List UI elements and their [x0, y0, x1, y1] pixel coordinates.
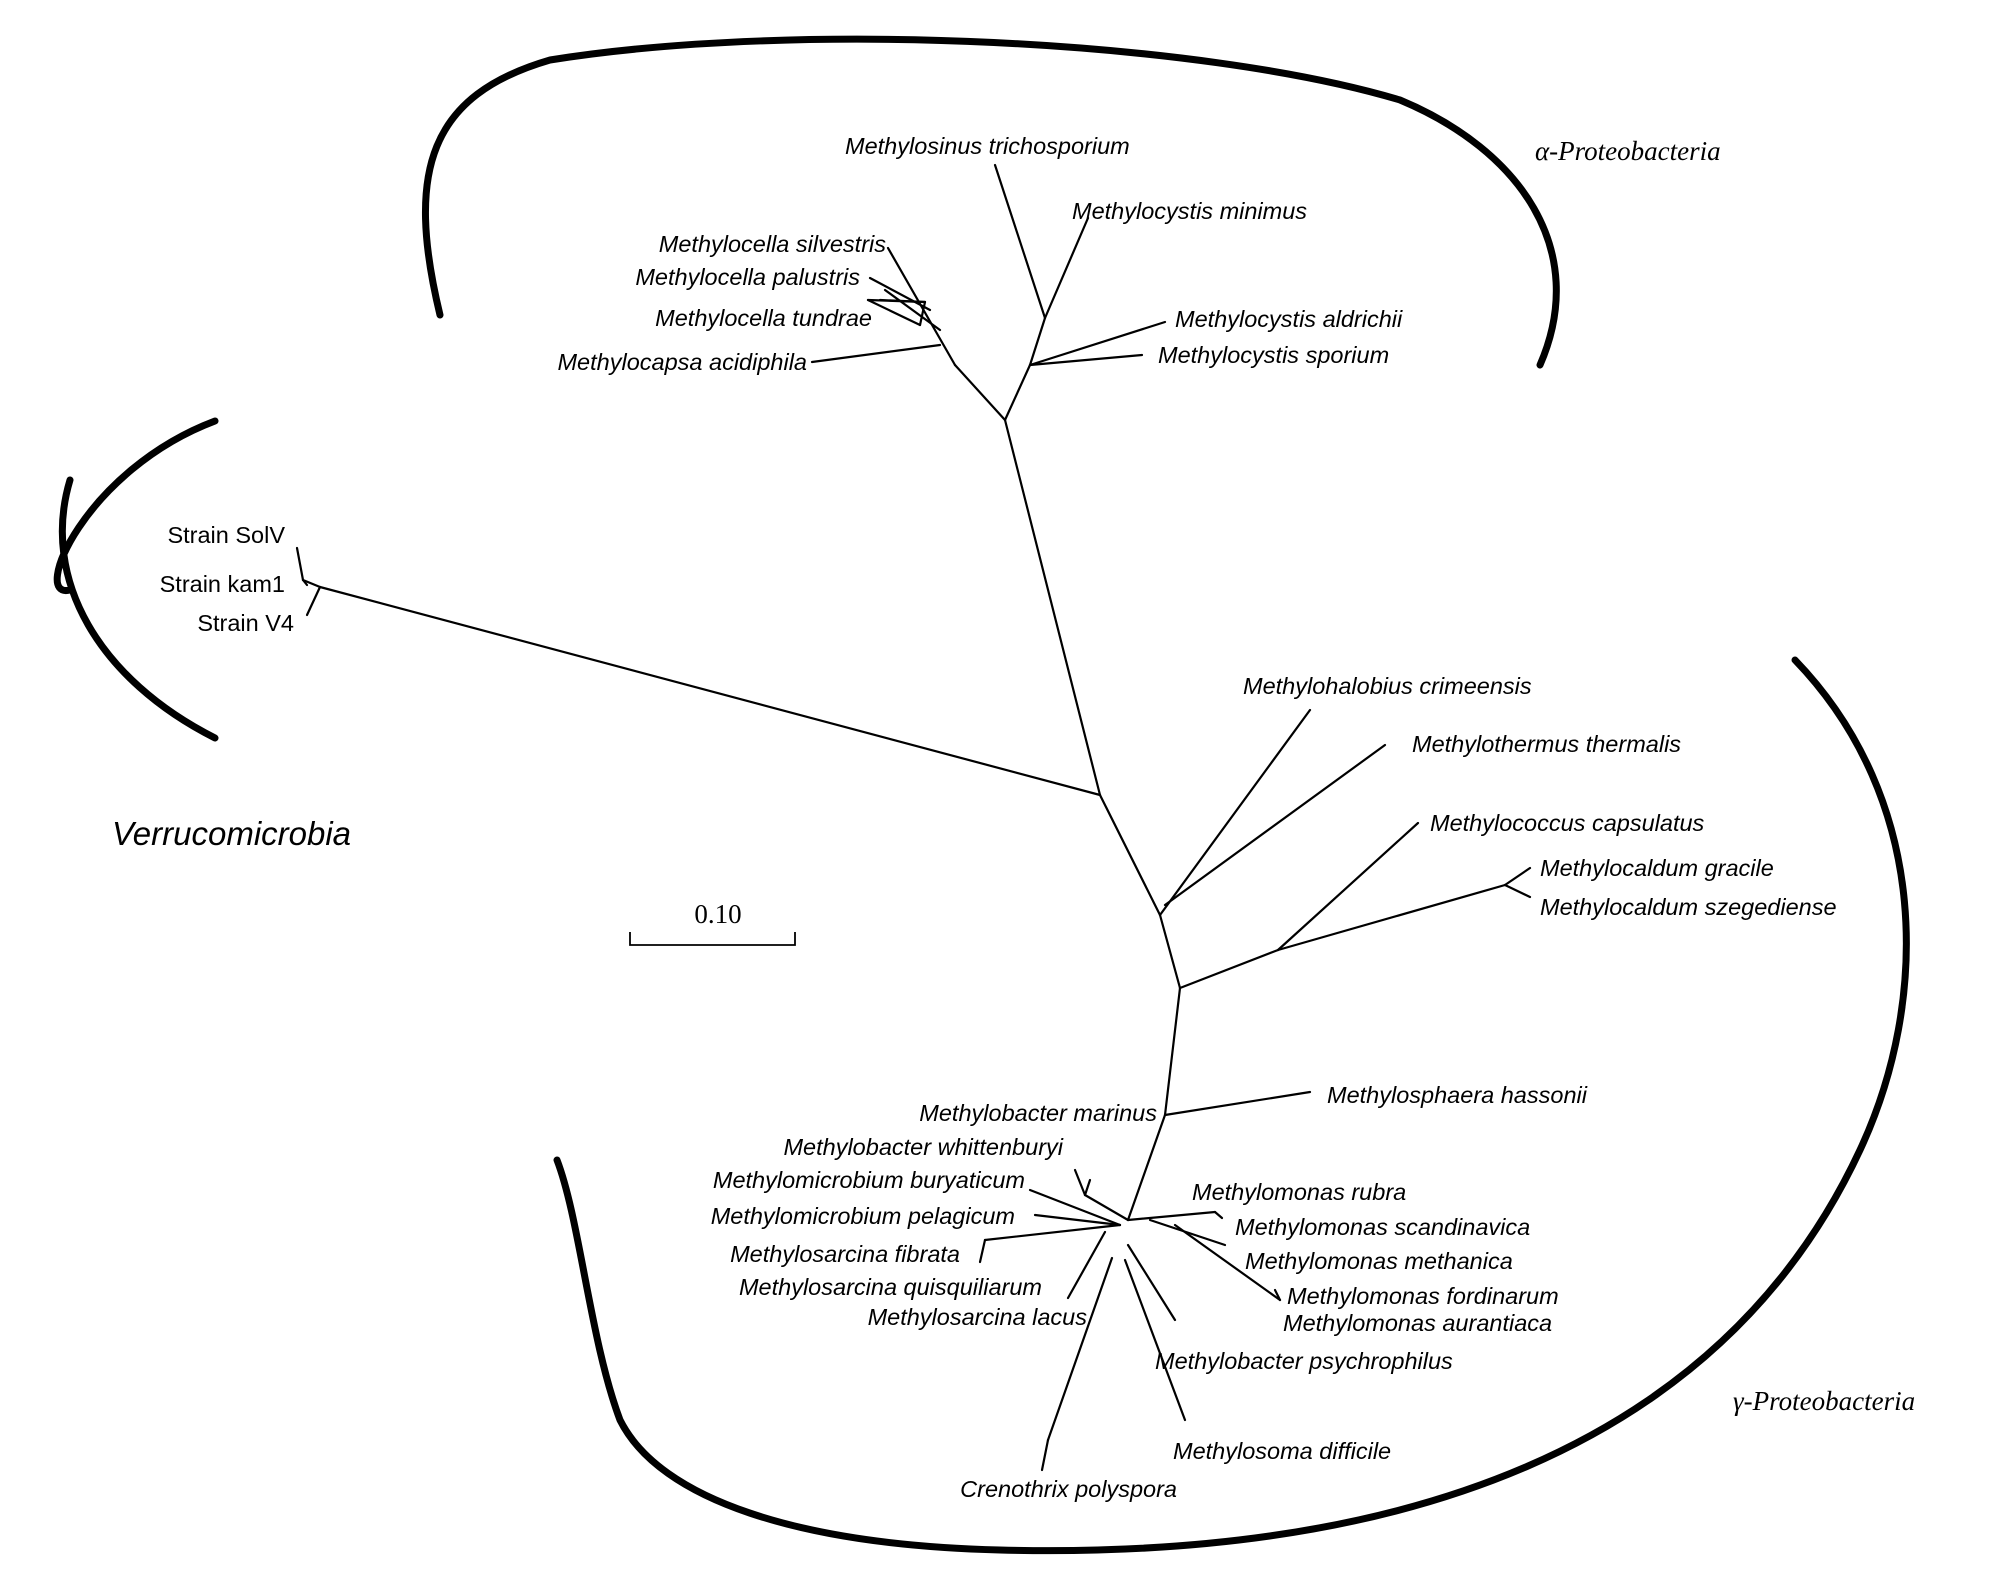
- group-label-alpha: α-Proteobacteria: [1535, 136, 1721, 166]
- taxon-label: Methylosarcina fibrata: [730, 1241, 960, 1267]
- taxon-label: Methylocella silvestris: [659, 231, 886, 257]
- taxon-label: Methylomonas methanica: [1245, 1248, 1513, 1274]
- tree-branches: [295, 163, 1532, 1472]
- taxon-label: Methylobacter marinus: [919, 1100, 1157, 1126]
- taxon-label: Methylothermus thermalis: [1412, 731, 1681, 757]
- taxon-label: Strain SolV: [167, 522, 285, 548]
- taxon-label: Methylosinus trichosporium: [845, 133, 1130, 159]
- taxon-label: Methylocystis minimus: [1072, 198, 1307, 224]
- taxon-labels: Methylosinus trichosporium Methylocystis…: [160, 133, 1837, 1502]
- taxon-label: Methylosarcina lacus: [868, 1304, 1088, 1330]
- taxon-label: Methylosarcina quisquiliarum: [739, 1274, 1042, 1300]
- taxon-label: Methylomonas rubra: [1192, 1179, 1406, 1205]
- taxon-label: Methylocaldum gracile: [1540, 855, 1774, 881]
- taxon-label: Methylomicrobium pelagicum: [711, 1203, 1015, 1229]
- taxon-label: Methylomonas fordinarum: [1287, 1283, 1559, 1309]
- group-label-gamma: γ-Proteobacteria: [1733, 1386, 1915, 1416]
- taxon-label: Crenothrix polyspora: [960, 1476, 1177, 1502]
- scale-bar-label: 0.10: [694, 899, 741, 929]
- taxon-label: Methylomicrobium buryaticum: [713, 1167, 1025, 1193]
- alpha-bracket: [421, 35, 1560, 369]
- taxon-label: Methylocella palustris: [635, 264, 860, 290]
- gamma-bracket: [553, 656, 1910, 1555]
- taxon-label: Methylomonas aurantiaca: [1283, 1310, 1552, 1336]
- verrucomicrobia-bracket: [53, 417, 219, 742]
- taxon-label: Methylomonas scandinavica: [1235, 1214, 1530, 1240]
- taxon-label: Methylocaldum szegediense: [1540, 894, 1837, 920]
- taxon-label: Methylobacter psychrophilus: [1155, 1348, 1453, 1374]
- taxon-label: Methylosphaera hassonii: [1327, 1082, 1588, 1108]
- taxon-label: Methylocystis aldrichii: [1175, 306, 1403, 332]
- taxon-label: Methylohalobius crimeensis: [1243, 673, 1532, 699]
- taxon-label: Methylosoma difficile: [1173, 1438, 1391, 1464]
- taxon-label: Methylococcus capsulatus: [1430, 810, 1705, 836]
- taxon-label: Methylocella tundrae: [655, 305, 872, 331]
- taxon-label: Methylocapsa acidiphila: [557, 349, 807, 375]
- taxon-label: Strain kam1: [160, 571, 285, 597]
- group-label-verrucomicrobia: Verrucomicrobia: [112, 815, 351, 852]
- taxon-label: Methylobacter whittenburyi: [783, 1134, 1063, 1160]
- taxon-label: Strain V4: [197, 610, 294, 636]
- taxon-label: Methylocystis sporium: [1158, 342, 1389, 368]
- scale-bar: [629, 932, 796, 946]
